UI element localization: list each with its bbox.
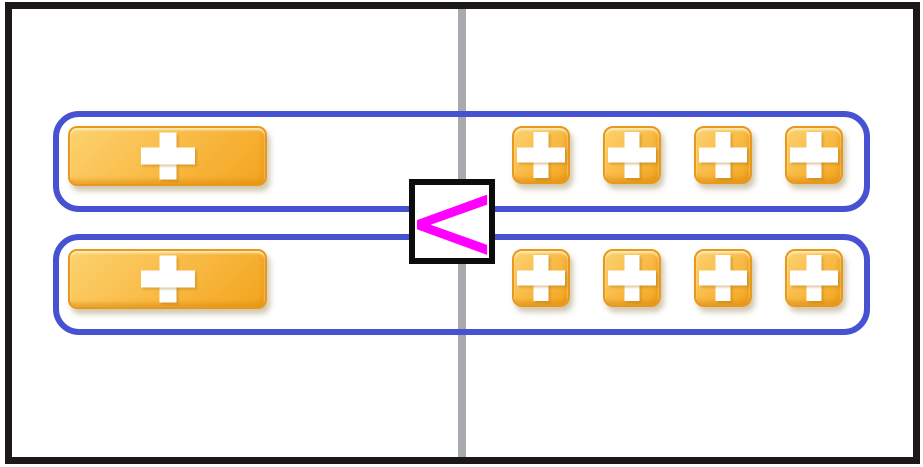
plus-icon [787,251,841,305]
tile-group-top [512,126,843,184]
plus-tile[interactable] [512,126,570,184]
plus-tile[interactable] [785,249,843,307]
comparison-operator-box[interactable]: < [405,166,499,278]
plus-icon [696,128,750,182]
plus-icon [70,128,265,184]
plus-bar[interactable] [68,126,267,186]
plus-icon [70,251,265,307]
bar-group-bottom [68,249,267,309]
plus-icon [514,251,568,305]
plus-icon [514,128,568,182]
plus-tile[interactable] [603,249,661,307]
plus-tile[interactable] [694,249,752,307]
plus-icon [787,128,841,182]
plus-tile[interactable] [512,249,570,307]
plus-bar[interactable] [68,249,267,309]
plus-icon [696,251,750,305]
less-than-icon: < [405,156,499,287]
tile-group-bottom [512,249,843,307]
plus-tile[interactable] [694,126,752,184]
plus-tile[interactable] [603,126,661,184]
plus-icon [605,128,659,182]
plus-icon [605,251,659,305]
plus-tile[interactable] [785,126,843,184]
bar-group-top [68,126,267,186]
